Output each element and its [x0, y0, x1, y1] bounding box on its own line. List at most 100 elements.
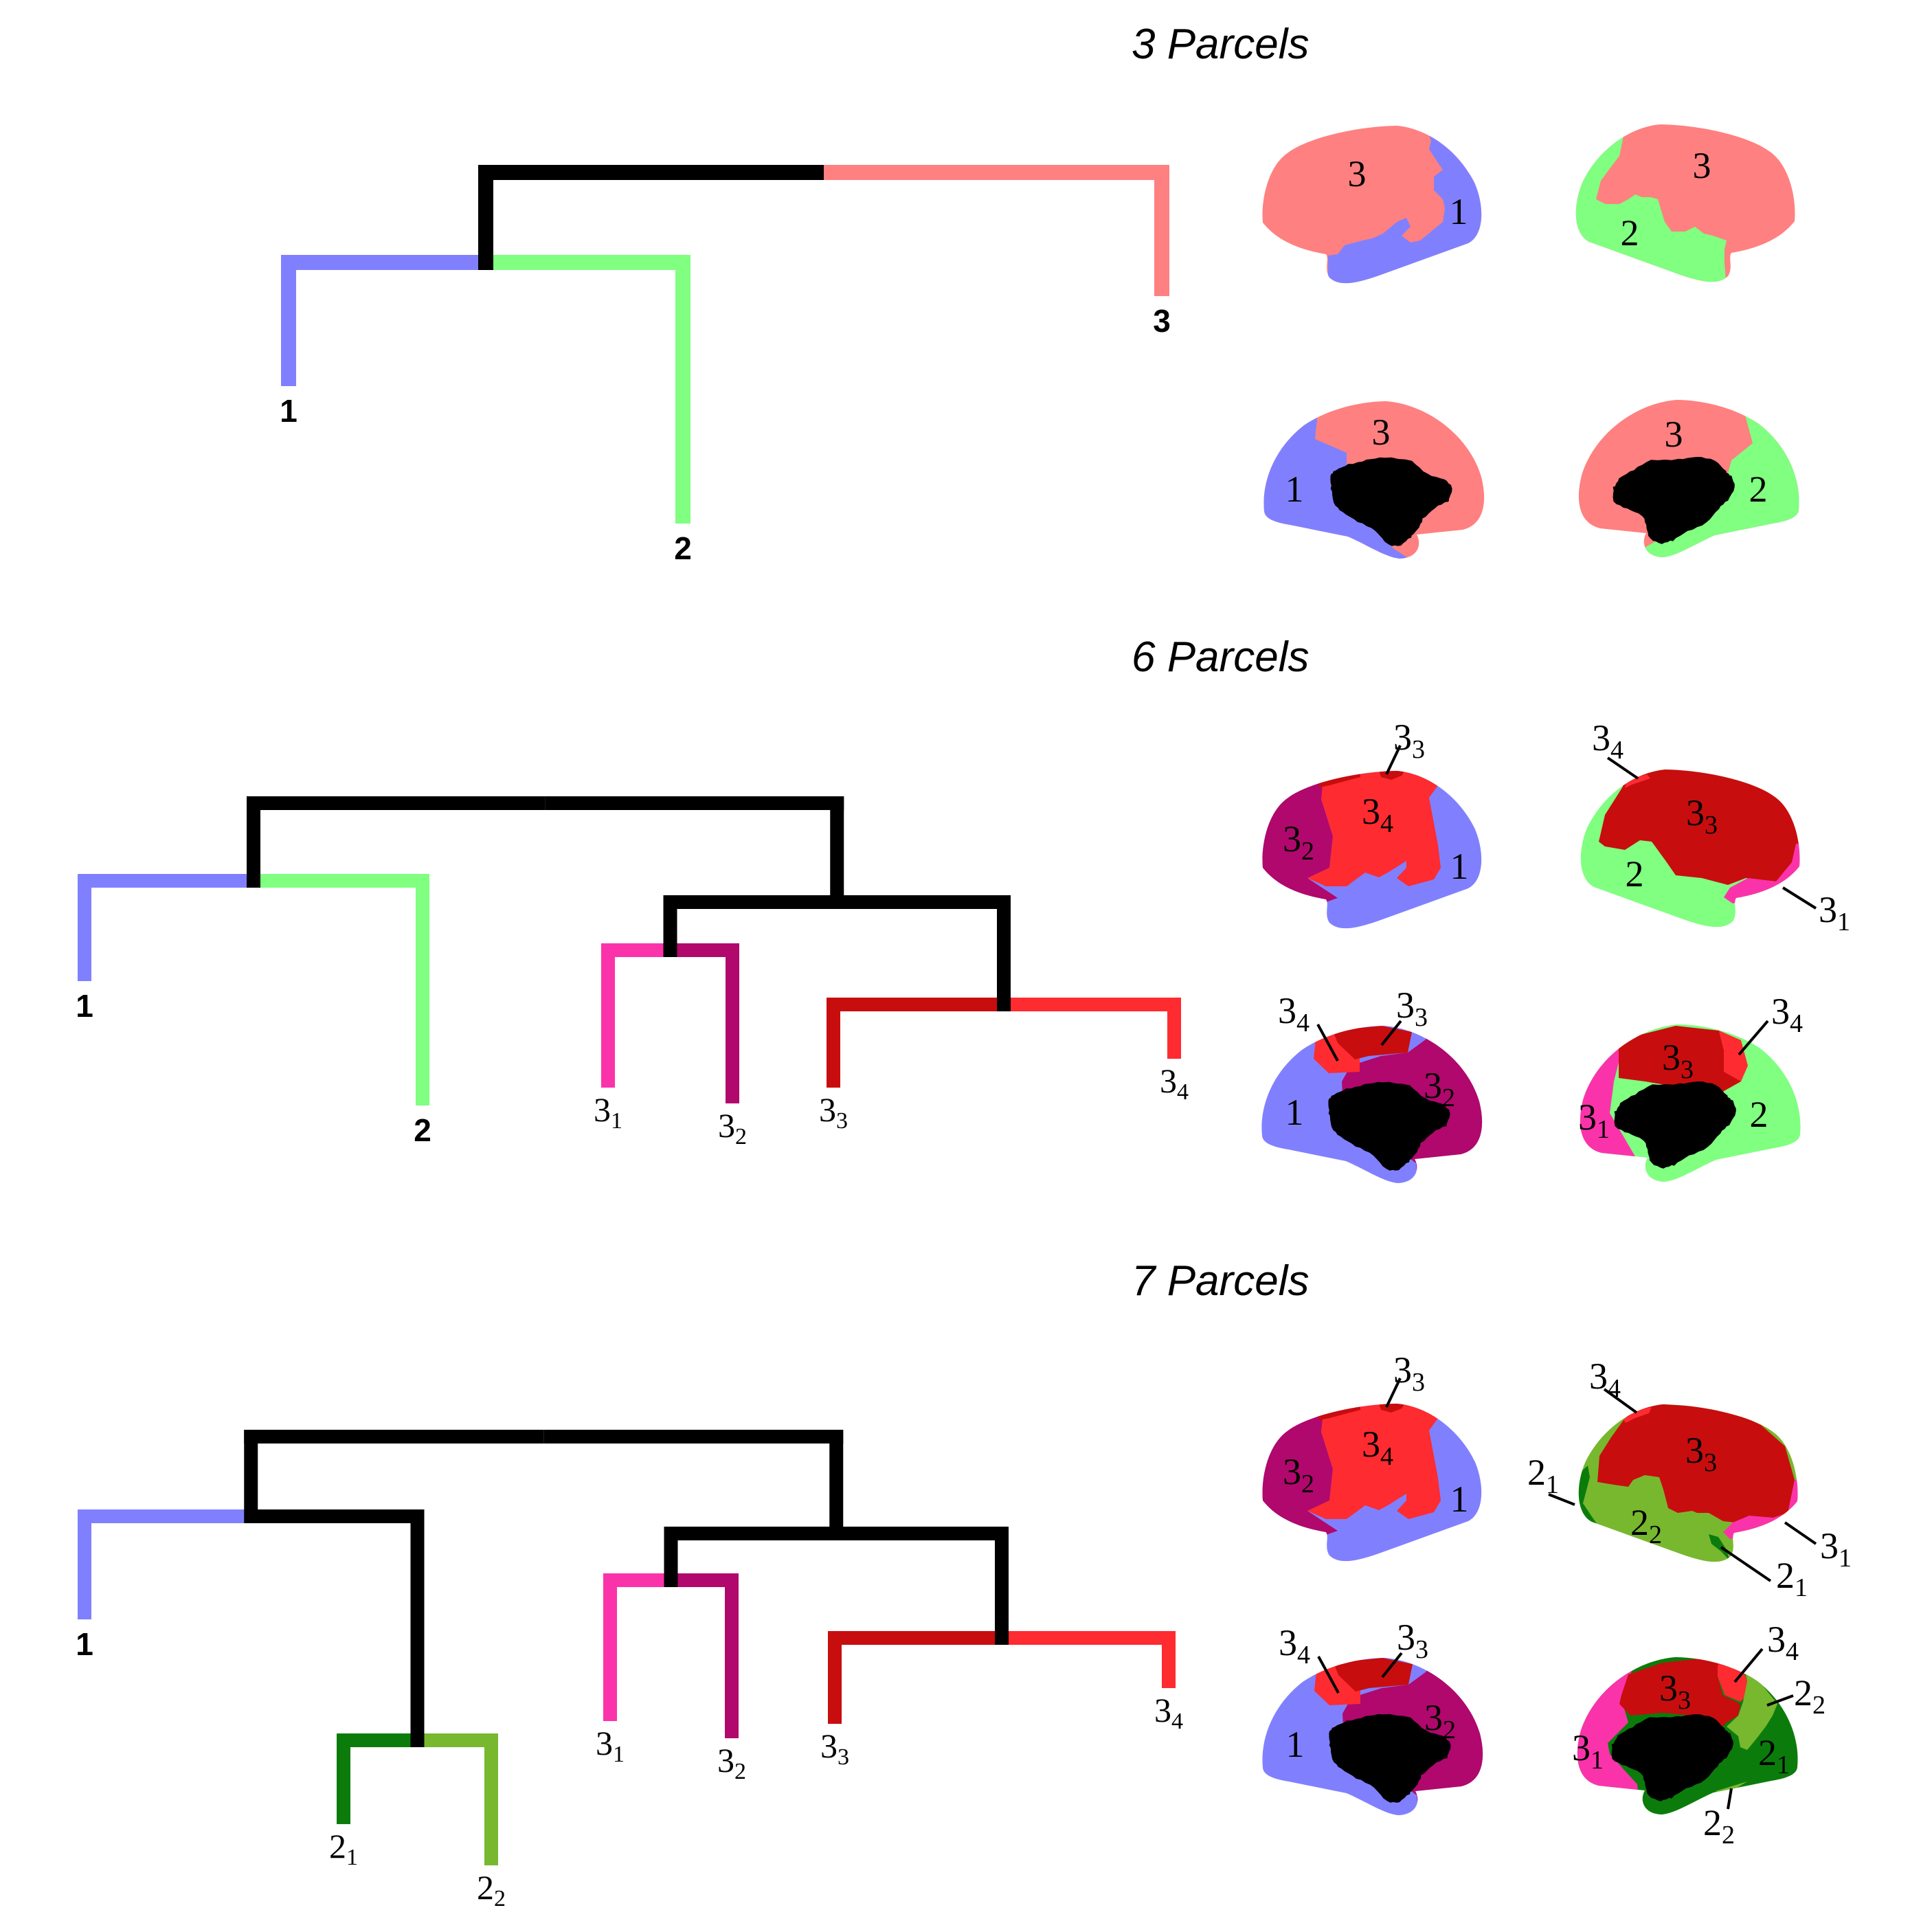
parcel-region-2_1 [1709, 1534, 1730, 1561]
leaf-label-main: 2 [477, 1868, 494, 1907]
parcel-label: 2 [1749, 469, 1768, 510]
leaf-label-main: 2 [674, 530, 692, 566]
leaf-label-subscript: 2 [735, 1124, 747, 1149]
parcel-label-subscript: 4 [1380, 1442, 1393, 1471]
leader-line [1733, 1648, 1764, 1683]
medial-wall [1613, 457, 1735, 544]
leaf-label: 2 [674, 530, 692, 566]
parcel-label-main: 2 [1626, 853, 1644, 895]
leader-line [1381, 1652, 1403, 1678]
leaf-label: 32 [717, 1741, 746, 1784]
medial-wall [1328, 1081, 1450, 1171]
dendrogram-branch-vertical [663, 895, 677, 957]
parcel-label-main: 3 [1424, 1697, 1443, 1738]
parcel-label-main: 1 [1450, 1479, 1469, 1520]
parcel-label: 1 [1285, 1092, 1304, 1133]
parcel-region-3_3 [1597, 1404, 1795, 1523]
parcel-label: 33 [1397, 1617, 1428, 1664]
dendrogram-leaf-branch [601, 943, 615, 1088]
parcel-label-main: 3 [1372, 412, 1391, 453]
parcel-label: 33 [1685, 1430, 1717, 1477]
leaf-label-subscript: 3 [838, 1744, 849, 1770]
parcel-label-main: 2 [1621, 212, 1639, 254]
parcel-label-main: 2 [1703, 1802, 1722, 1843]
parcel-region-3_3 [1334, 1658, 1413, 1692]
parcel-label: 33 [1662, 1037, 1694, 1084]
leaf-label: 31 [596, 1724, 625, 1767]
parcel-region-3_3 [1619, 1026, 1746, 1094]
parcel-label-main: 2 [1749, 469, 1768, 510]
parcel-label-main: 3 [1662, 1037, 1681, 1078]
leader-line [1603, 1388, 1638, 1414]
parcel-label: 22 [1630, 1502, 1662, 1549]
parcel-label-main: 3 [1424, 1065, 1442, 1106]
parcel-label: 34 [1771, 991, 1803, 1038]
dendrogram-branch-vertical [247, 796, 260, 888]
dendrogram-leaf-branch [725, 1573, 739, 1738]
dendrogram-branch-horizontal [545, 796, 844, 810]
parcel-label-subscript: 2 [1442, 1083, 1455, 1112]
parcel-label-main: 3 [1592, 717, 1610, 759]
dendrogram-branch-horizontal [78, 874, 254, 888]
parcel-label: 22 [1703, 1802, 1735, 1850]
parcel-label: 34 [1279, 1622, 1310, 1670]
leaf-label-main: 1 [280, 393, 297, 429]
parcel-region-3_4 [1624, 1407, 1652, 1423]
parcel-label-subscript: 4 [1790, 1009, 1803, 1038]
leaf-label-main: 3 [718, 1106, 735, 1145]
parcel-label-main: 3 [1348, 153, 1367, 194]
parcel-label-main: 1 [1285, 1092, 1304, 1133]
parcel-label-main: 3 [1362, 791, 1380, 832]
parcel-label-main: 3 [1396, 985, 1415, 1026]
leaf-label: 1 [280, 393, 297, 429]
parcel-label-subscript: 1 [1839, 1544, 1852, 1573]
leaf-label: 22 [477, 1868, 506, 1911]
leaf-label: 34 [1160, 1062, 1189, 1105]
parcel-label: 1 [1450, 846, 1469, 887]
dendrogram-branch-horizontal [670, 943, 739, 957]
leaf-label-subscript: 4 [1177, 1079, 1189, 1105]
parcel-label-subscript: 1 [1597, 1115, 1610, 1144]
parcel-label: 2 [1626, 853, 1644, 895]
parcel-label-subscript: 2 [1649, 1520, 1662, 1549]
leaf-label-main: 3 [1154, 1691, 1171, 1729]
leader-line [1727, 1788, 1733, 1810]
parcel-label-main: 3 [1819, 889, 1837, 930]
dendrogram-branch-vertical [664, 1527, 678, 1587]
leaf-label-main: 3 [594, 1090, 611, 1129]
leaf-label-subscript: 3 [836, 1108, 848, 1134]
leaf-label-main: 3 [717, 1741, 734, 1779]
leader-line [1317, 1656, 1340, 1694]
leader-line [1782, 886, 1817, 910]
parcel-region-3_3 [1379, 1404, 1405, 1413]
dendrogram-branch-horizontal [337, 1733, 418, 1747]
dendrogram-branch-vertical [410, 1509, 425, 1747]
parcel-label-subscript: 3 [1681, 1055, 1694, 1084]
dendrogram-leaf-branch [281, 255, 296, 386]
parcel-label: 34 [1592, 717, 1624, 765]
medial-wall [1614, 1081, 1736, 1169]
dendrogram-branch-horizontal [254, 874, 429, 888]
leaf-label-main: 3 [1160, 1062, 1177, 1100]
parcel-label-main: 1 [1450, 846, 1469, 887]
dendrogram-leaf-branch [1162, 1631, 1176, 1688]
dendrogram-leaf-branch [828, 1631, 842, 1724]
leader-line [1385, 745, 1402, 775]
leaf-label-subscript: 2 [734, 1759, 746, 1784]
leaf-label-main: 3 [1153, 303, 1171, 339]
parcel-label-main: 2 [1776, 1555, 1795, 1596]
parcel-label: 22 [1794, 1672, 1825, 1720]
dendrogram-branch-horizontal [828, 1631, 1002, 1645]
dendrogram-leaf-branch [1154, 165, 1169, 296]
parcel-label: 34 [1362, 791, 1393, 838]
parcel-label-subscript: 1 [1837, 908, 1850, 936]
medial-wall [1611, 1714, 1733, 1801]
parcel-label-main: 1 [1450, 191, 1468, 232]
parcel-label-main: 2 [1527, 1452, 1546, 1493]
dendrogram-leaf-branch [1167, 998, 1181, 1059]
dendrogram-branch-horizontal [78, 1509, 251, 1523]
parcel-region-3_4 [1719, 1031, 1748, 1081]
dendrogram-leaf-branch [675, 255, 690, 524]
parcel-label-subscript: 2 [1301, 837, 1314, 866]
